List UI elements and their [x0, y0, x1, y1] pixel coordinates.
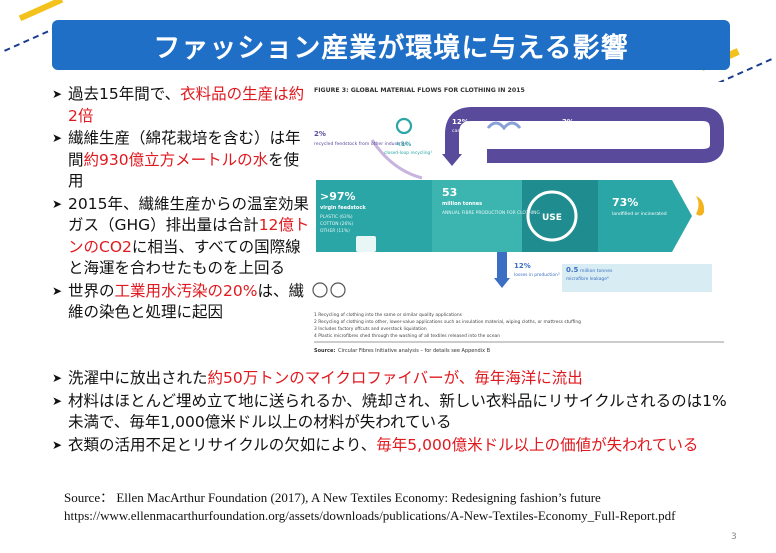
bullet-text-part: 世界の [68, 281, 115, 300]
bullet-arrow-icon: ➤ [52, 437, 63, 452]
microfibre-value: 0.5 [566, 266, 579, 274]
bullet-arrow-icon: ➤ [52, 371, 63, 385]
figure-heading: FIGURE 3: GLOBAL MATERIAL FLOWS FOR CLOT… [314, 87, 525, 94]
microfibre-unit: million tonnes [580, 268, 613, 274]
highlighted-text: 約930億立方メートルの水 [83, 150, 269, 169]
ocean-area [562, 264, 712, 292]
other-text: OTHER (11%) [320, 228, 350, 234]
bullet-text-part: は、繊維の染色と処理に起因 [68, 281, 304, 322]
plastic-text: PLASTIC (63%) [320, 214, 353, 220]
bullet-text-part: に相当、すべての国際線と海運を合わせたものを上回る [68, 237, 301, 278]
bullet-text: 世界の工業用水汚染の20%は、繊維の染色と処理に起因 [68, 281, 312, 324]
bullet-text: 2015年、繊維生産からの温室効果ガス（GHG）排出量は合計12億トンのCO2に… [68, 194, 312, 280]
source-line-1: Source： Ellen MacArthur Foundation (2017… [64, 490, 601, 505]
production-text: losses in production³ [514, 272, 560, 278]
production-loss-arrowhead [494, 278, 510, 288]
landfill-pct: 73% [612, 196, 638, 209]
bullet-text-part: 洗濯中に放出された [68, 369, 208, 387]
highlighted-text: 衣料品の生産は約2倍 [68, 85, 305, 125]
bullet-arrow-icon: ➤ [52, 283, 63, 298]
cascaded-icon [486, 121, 522, 131]
attribution-logo-icon [330, 282, 346, 298]
bullet-item: ➤ 材料はほとんど埋め立て地に送られるか、焼却され、新しい衣料品にリサイクルされる… [52, 391, 742, 434]
bullet-item: ➤ 世界の工業用水汚染の20%は、繊維の染色と処理に起因 [52, 281, 312, 324]
bullet-item: ➤ 洗濯中に放出された約50万トンのマイクロファイバーが、毎年海洋に流出 [52, 368, 742, 390]
highlighted-text: 毎年5,000億米ドル以上の価値が失われている [376, 435, 699, 454]
bullet-text-part: 過去15年間で、 [68, 85, 181, 103]
bullet-item: ➤ 過去15年間で、衣料品の生産は約2倍 [52, 84, 312, 127]
bullet-item: ➤ 衣類の活用不足とリサイクルの欠如により、毎年5,000億米ドル以上の価値が失わ… [52, 435, 742, 457]
figure-note-3: 3 Includes factory offcuts and overstock… [314, 326, 427, 332]
closed-loop-text: closed-loop recycling¹ [384, 150, 432, 156]
annual-text: ANNUAL FIBRE PRODUCTION FOR CLOTHING [442, 210, 540, 216]
cascaded-text: cascaded recycling² [452, 128, 498, 134]
decor-yellow-strip-left [18, 0, 64, 22]
bullet-text: 繊維生産（綿花栽培を含む）は年間約930億立方メートルの水を使用 [68, 128, 312, 193]
cc-logo-icon [312, 282, 328, 298]
bullet-item: ➤ 繊維生産（綿花栽培を含む）は年間約930億立方メートルの水を使用 [52, 128, 312, 193]
left-bullet-list: ➤ 過去15年間で、衣料品の生産は約2倍 ➤ 繊維生産（綿花栽培を含む）は年間約930… [52, 84, 312, 325]
bullet-arrow-icon: ➤ [52, 196, 63, 211]
production-pct: 12% [514, 262, 531, 270]
virgin-pct: >97% [320, 190, 356, 203]
bullet-arrow-icon: ➤ [52, 87, 63, 101]
bullet-text-part: 繊維生産（綿花栽培を含む）は年間 [68, 129, 301, 169]
bullet-arrow-icon: ➤ [52, 393, 63, 408]
bottom-bullet-list: ➤ 洗濯中に放出された約50万トンのマイクロファイバーが、毎年海洋に流出 ➤ 材料はほ… [52, 368, 742, 457]
figure-source-text: Circular Fibres Initiative analysis – fo… [338, 348, 491, 354]
bullet-text: 洗濯中に放出された約50万トンのマイクロファイバーが、毎年海洋に流出 [68, 368, 583, 390]
bullet-item: ➤ 2015年、繊維生産からの温室効果ガス（GHG）排出量は合計12億トンのCO2… [52, 194, 312, 280]
cascaded-pct: 12% [452, 118, 469, 126]
flow-diagram: FIGURE 3: GLOBAL MATERIAL FLOWS FOR CLOT… [312, 87, 724, 354]
virgin-text: virgin feedstock [320, 205, 366, 211]
bullet-text: 衣類の活用不足とリサイクルの欠如により、毎年5,000億米ドル以上の価値が失われ… [68, 435, 698, 457]
material-flow-figure: FIGURE 3: GLOBAL MATERIAL FLOWS FOR CLOT… [312, 82, 726, 360]
bullet-text: 過去15年間で、衣料品の生産は約2倍 [68, 84, 312, 127]
highlighted-text: 約50万トンのマイクロファイバーが、毎年海洋に流出 [207, 369, 583, 387]
bullet-text: 材料はほとんど埋め立て地に送られるか、焼却され、新しい衣料品にリサイクルされるの… [68, 391, 742, 434]
losses-text: losses during collection and processing [562, 128, 652, 134]
figure-note-4: 4 Plastic microfibres shed through the w… [314, 333, 500, 339]
microfibre-text: microfibre leakage⁴ [566, 276, 609, 282]
losses-pct: 2% [562, 118, 574, 126]
figure-note-2: 2 Recycling of clothing into other, lowe… [314, 319, 581, 325]
garment-icon [356, 236, 376, 252]
bullet-text-part: 衣類の活用不足とリサイクルの欠如により、 [68, 435, 377, 454]
recycled-pct: 2% [314, 130, 326, 138]
page-title: ファッション産業が環境に与える影響 [153, 32, 629, 64]
recycled-text: recycled feedstock from other industries [314, 141, 408, 147]
recycled-feed-line [370, 139, 423, 180]
use-text: USE [542, 213, 562, 223]
title-bar: ファッション産業が環境に与える影響 [52, 20, 730, 70]
tonnes-unit: million tonnes [442, 201, 482, 207]
bullet-text-part: を使用 [68, 150, 300, 191]
bullet-text-part: 材料はほとんど埋め立て地に送られるか、焼却され、新しい衣料品にリサイクルされるの… [68, 391, 727, 432]
cotton-text: COTTON (26%) [320, 221, 353, 227]
source-citation: Source： Ellen MacArthur Foundation (2017… [64, 489, 744, 525]
highlighted-text: 12億トンのCO2 [68, 216, 310, 256]
figure-note-1: 1 Recycling of clothing into the same or… [314, 312, 463, 318]
flame-icon [696, 196, 705, 216]
bullet-text-part: 2015年、繊維生産からの温室効果ガス（GHG）排出量は合計 [68, 194, 309, 235]
landfill-arrow [598, 180, 692, 252]
purple-loop-flow [445, 107, 724, 163]
closed-loop-pct: <1% [396, 141, 411, 148]
landfill-text: landfilled or incinerated [612, 211, 667, 217]
page-number: 3 [731, 532, 737, 542]
bullet-arrow-icon: ➤ [52, 131, 63, 145]
decor-dashed-line-left [4, 26, 58, 52]
tonnes-value: 53 [442, 186, 457, 199]
purple-loop-arrowhead [442, 154, 462, 166]
closed-loop-icon [395, 117, 413, 135]
source-line-2: https://www.ellenmacarthurfoundation.org… [64, 508, 676, 523]
production-band [432, 180, 522, 252]
use-cycle-icon [526, 190, 578, 242]
highlighted-text: 工業用水汚染の20% [114, 281, 258, 300]
figure-source-label: Source: [314, 348, 335, 354]
